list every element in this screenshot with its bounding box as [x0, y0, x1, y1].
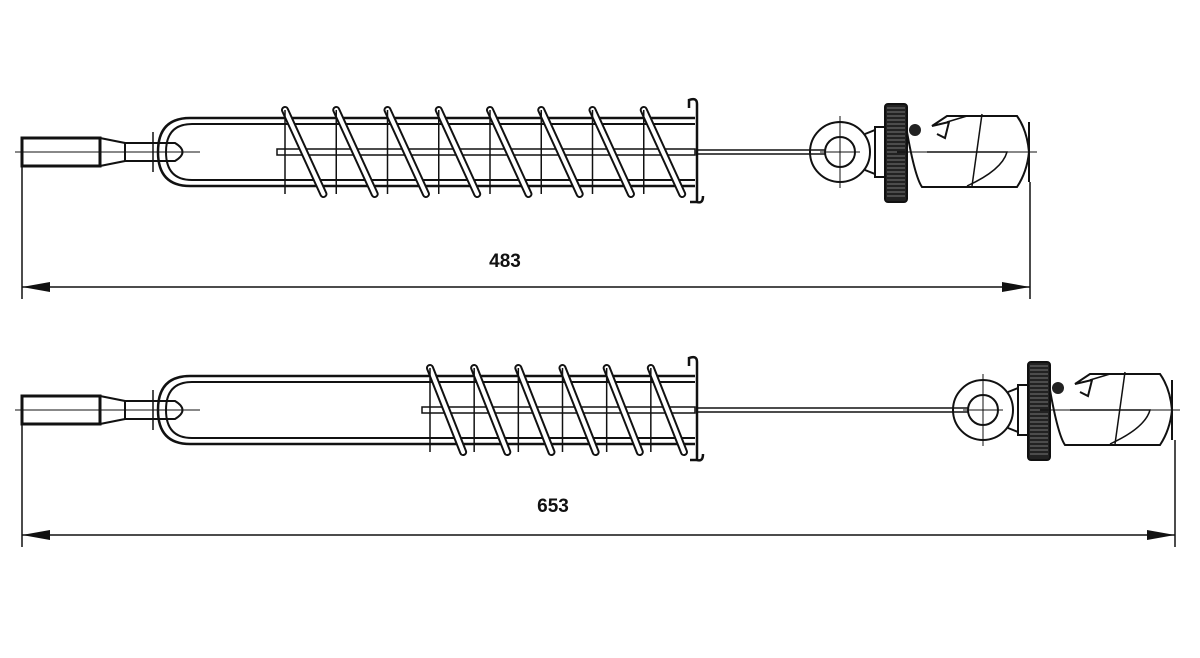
clamp-jaw	[1070, 373, 1151, 445]
spring-coil-fill	[334, 108, 377, 196]
dimension-label-653: 653	[537, 496, 569, 517]
spring-hook	[687, 97, 699, 204]
nut	[874, 126, 886, 178]
spring-coil-fill	[590, 108, 633, 196]
rod-eye-end	[125, 142, 184, 162]
clamp-body	[1049, 373, 1174, 446]
spring-guide-rod	[421, 406, 696, 414]
knurled-wheel	[884, 103, 908, 203]
spring-coil-fill	[516, 366, 554, 454]
arrowhead-right	[1002, 282, 1030, 292]
spring-coil-fill	[472, 366, 510, 454]
spring-coil-fill	[641, 108, 685, 196]
threaded-rod	[20, 136, 102, 168]
clamp-spring	[1052, 382, 1064, 394]
clamp-body	[906, 115, 1031, 188]
clamp-spring	[909, 124, 921, 136]
spring-hook	[687, 355, 699, 462]
spring-coil-fill	[560, 366, 598, 454]
wire-loop-outer	[156, 374, 695, 446]
spring-coil-fill	[436, 108, 480, 196]
spring-hook-tip	[696, 453, 705, 462]
spring-coil-fill	[428, 366, 466, 454]
rod-eye-end	[125, 400, 184, 420]
spring-coil-fill	[604, 366, 642, 454]
clamp-jaw	[927, 115, 1008, 187]
arrowhead-left	[22, 282, 50, 292]
long-tensioner-assembly	[15, 355, 1180, 547]
spring-coil-fill	[539, 108, 582, 196]
threaded-rod	[20, 394, 102, 426]
rod-taper	[99, 395, 126, 425]
nut	[1017, 384, 1029, 436]
wire-loop-inner	[164, 381, 695, 439]
wire-loop-inner	[164, 123, 695, 181]
spring-coil-fill	[488, 108, 531, 196]
arrowhead-left	[22, 530, 50, 540]
spring-guide-rod	[276, 148, 696, 156]
short-tensioner-assembly	[15, 97, 1037, 299]
spring-coil-fill	[648, 366, 686, 454]
knurled-wheel	[1027, 361, 1051, 461]
arrowhead-right	[1147, 530, 1175, 540]
dimension-label-483: 483	[489, 251, 521, 272]
rod-taper	[99, 137, 126, 167]
clamp-seam	[1114, 371, 1126, 445]
spring-hook-tip	[696, 195, 705, 204]
spring-coil-fill	[385, 108, 428, 196]
clamp-seam	[971, 113, 983, 187]
spring-coil-fill	[283, 108, 326, 196]
wire-loop-outer	[156, 116, 695, 188]
